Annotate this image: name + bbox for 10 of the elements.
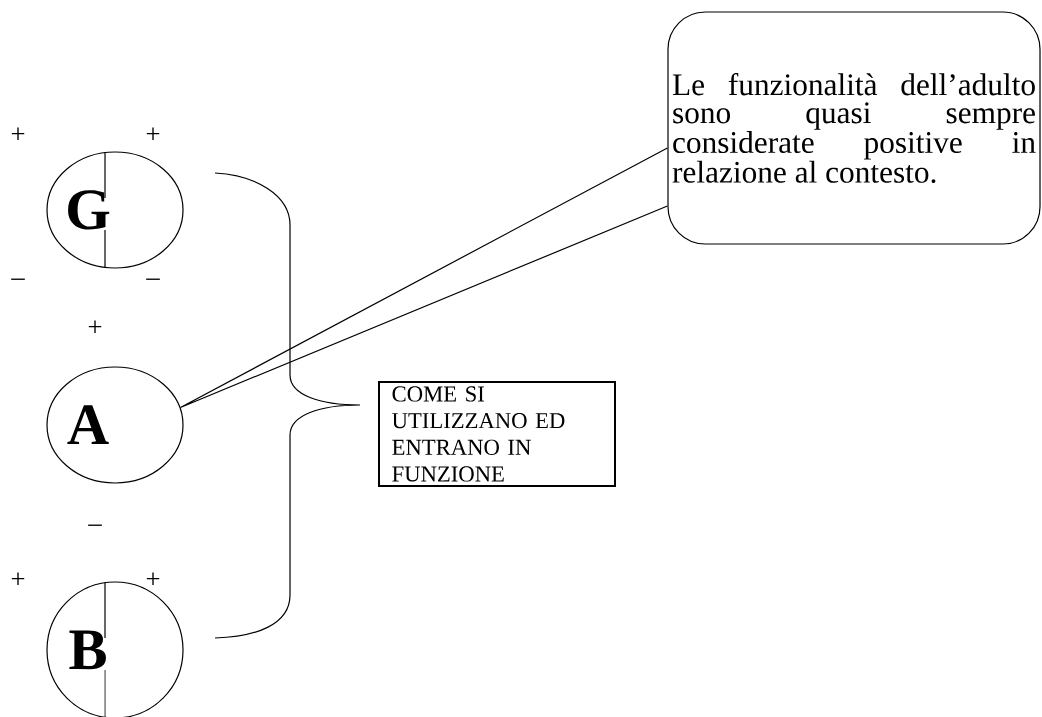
text-box: COME SI UTILIZZANO ED ENTRANO IN FUNZIONE [378,381,616,487]
sign-mark: – [11,278,25,280]
sign-mark: + [11,572,25,585]
sign-mark: – [146,278,160,280]
speech-bubble: Le funzionalità dell’adulto sono quasi sempre considerate positive in relazione al contesto. [667,11,1041,245]
sign-mark: + [146,127,160,140]
sign-mark: + [88,320,102,333]
sign-mark: – [88,524,102,526]
callout-pointer [179,147,668,409]
sign-mark: + [11,127,25,140]
